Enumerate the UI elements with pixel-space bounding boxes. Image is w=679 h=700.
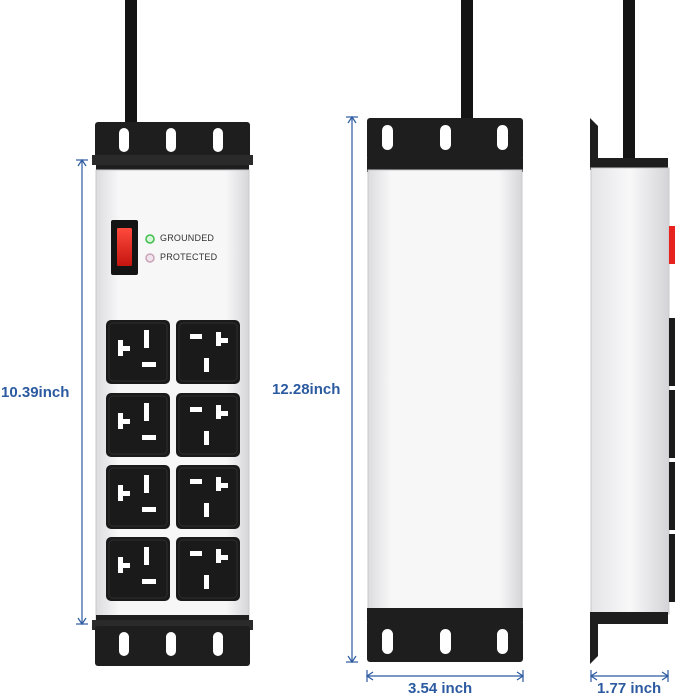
outlet <box>106 393 170 457</box>
outlet <box>176 465 240 529</box>
mounting-slot <box>119 128 129 152</box>
protected-led-icon <box>145 253 155 263</box>
outlet-face <box>106 393 170 457</box>
outlet-slot <box>216 483 228 488</box>
bottom-side-bracket <box>590 612 668 664</box>
top-side-bracket <box>590 118 668 170</box>
outlet <box>106 537 170 601</box>
power-cord <box>461 0 473 122</box>
mounting-slot <box>119 632 129 656</box>
outlet-column-left <box>106 320 170 601</box>
outlet <box>176 537 240 601</box>
side-view <box>589 0 675 682</box>
side-outlet-edge <box>669 390 675 458</box>
outlet-ground <box>142 507 156 512</box>
outlet-ground <box>204 503 209 517</box>
outlet <box>176 393 240 457</box>
outlet-slot <box>118 419 130 424</box>
outlet-ground <box>204 575 209 589</box>
power-cord <box>125 0 137 130</box>
dimension-arrow-icon <box>516 671 525 681</box>
mounting-slot <box>213 128 223 152</box>
back-view <box>346 0 525 682</box>
outlet-face <box>176 465 240 529</box>
power-switch[interactable] <box>117 228 132 266</box>
outlet-ground <box>142 579 156 584</box>
side-outlet-edge <box>669 462 675 530</box>
outlet-slot <box>216 338 228 343</box>
dimension-arrow-icon <box>365 671 374 681</box>
mounting-slot <box>382 125 393 150</box>
mounting-slot <box>497 125 508 150</box>
mounting-slot <box>166 632 176 656</box>
outlet-slot <box>190 551 202 556</box>
front-height-label: 10.39inch <box>1 384 70 401</box>
outlet-face <box>106 320 170 384</box>
bracket-flange <box>96 615 249 623</box>
outlet-slot <box>118 346 130 351</box>
dimension-arrow-icon <box>661 671 670 681</box>
back-height-label: 12.28inch <box>272 381 341 398</box>
outlet-ground <box>204 431 209 445</box>
bracket-flange <box>92 620 253 630</box>
outlet <box>106 465 170 529</box>
outlet-slot <box>118 491 130 496</box>
bracket-flange <box>96 165 249 173</box>
mounting-slot <box>213 632 223 656</box>
outlet <box>106 320 170 384</box>
side-switch <box>669 226 675 264</box>
dimension-arrow-icon <box>77 617 87 626</box>
back-housing <box>367 169 523 611</box>
mounting-slot <box>440 629 451 654</box>
depth-label: 1.77 inch <box>597 680 662 697</box>
outlet <box>176 320 240 384</box>
width-label: 3.54 inch <box>408 680 473 697</box>
dimension-arrow-icon <box>347 655 357 664</box>
grounded-led-icon <box>145 234 155 244</box>
dimension-arrow-icon <box>77 158 87 167</box>
outlet-face <box>176 393 240 457</box>
bracket-flange <box>367 158 523 172</box>
front-view <box>76 0 253 666</box>
outlet-slot <box>144 547 149 565</box>
outlet-slot <box>144 330 149 348</box>
bracket-flange <box>367 608 523 622</box>
outlet-face <box>106 537 170 601</box>
outlet-slot <box>144 403 149 421</box>
outlet-ground <box>142 435 156 440</box>
bracket-flange <box>92 155 253 165</box>
outlet-slot <box>216 411 228 416</box>
side-housing <box>590 167 670 615</box>
outlet-column-right <box>176 320 240 601</box>
outlet-face <box>176 537 240 601</box>
outlet-face <box>176 320 240 384</box>
side-outlet-edge <box>669 534 675 602</box>
side-outlet-edge <box>669 318 675 386</box>
outlet-slot <box>118 563 130 568</box>
outlet-face <box>106 465 170 529</box>
mounting-slot <box>440 125 451 150</box>
outlet-slot <box>190 407 202 412</box>
outlet-ground <box>142 362 156 367</box>
grounded-indicator-label: GROUNDED <box>160 233 215 243</box>
outlet-slot <box>144 475 149 493</box>
outlet-slot <box>190 479 202 484</box>
mounting-slot <box>382 629 393 654</box>
protected-indicator-label: PROTECTED <box>160 252 218 262</box>
dimension-arrow-icon <box>589 671 598 681</box>
mounting-slot <box>166 128 176 152</box>
outlet-slot <box>190 334 202 339</box>
outlet-slot <box>216 555 228 560</box>
power-cord <box>623 0 635 165</box>
dimension-arrow-icon <box>347 115 357 124</box>
outlet-ground <box>204 358 209 372</box>
mounting-slot <box>497 629 508 654</box>
